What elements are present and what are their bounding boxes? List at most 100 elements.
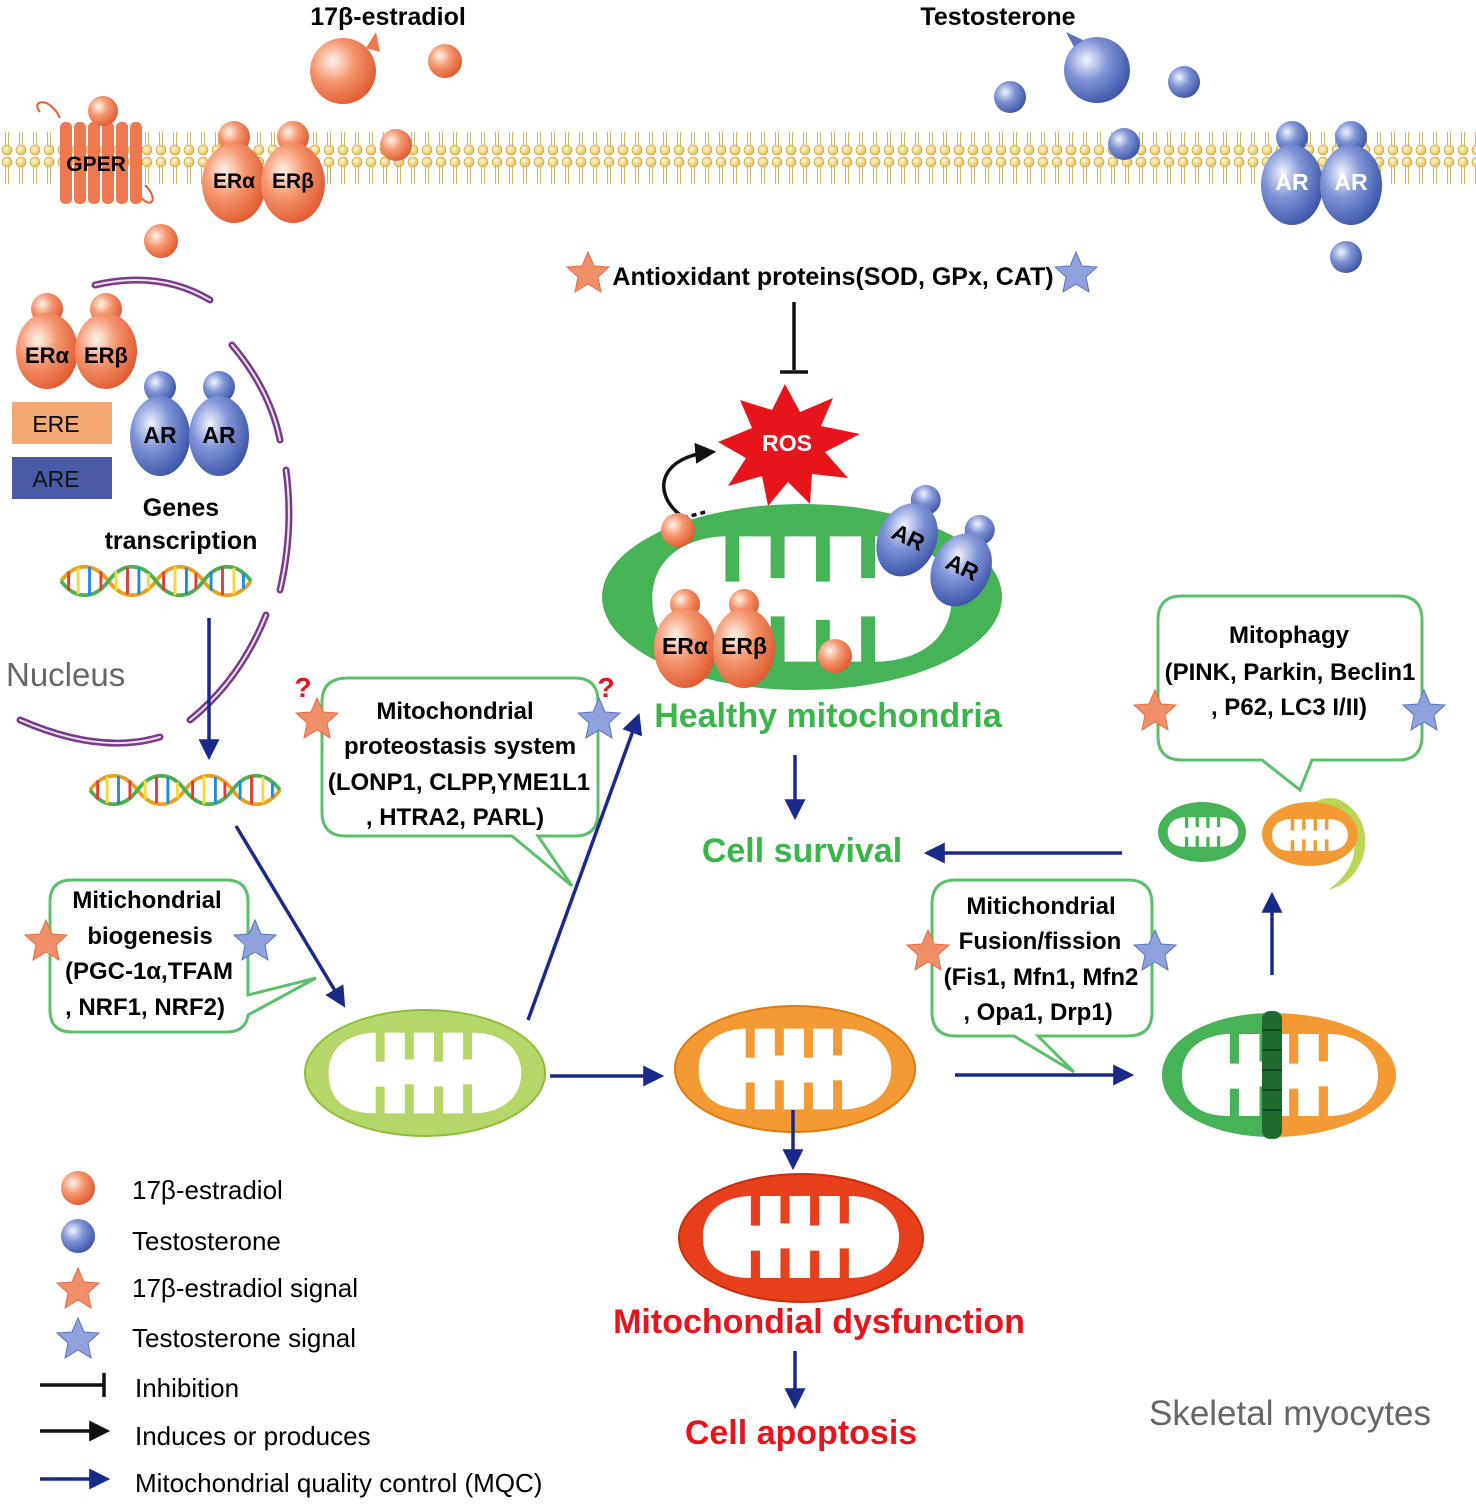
legend-estradiol-swatch <box>61 1171 95 1205</box>
new-mitochondria-cristae <box>328 1032 522 1114</box>
are-box <box>12 457 112 499</box>
proteostasis-line-3: (LONP1, CLPP,YME1L1 <box>328 769 590 796</box>
legend: 17β-estradiol Testosterone 17β-estradiol… <box>40 1171 542 1498</box>
testosterone-molecule <box>994 81 1026 113</box>
membrane-er-alpha-label: ERα <box>213 170 255 193</box>
fusion-line-2: Fusion/fission <box>959 928 1122 955</box>
cell-apoptosis-label: Cell apoptosis <box>685 1414 917 1452</box>
fusion-line-3: (Fis1, Mfn1, Mfn2 <box>944 964 1139 991</box>
arrow-mito-to-healthy <box>526 713 643 1021</box>
testosterone-signal-star <box>1132 928 1178 972</box>
arrow-dna-to-mito <box>234 825 346 1008</box>
testosterone-signal-star <box>576 696 622 740</box>
membrane-ar-label-2: AR <box>1334 169 1368 195</box>
mitophagy-line-1: Mitophagy <box>1229 622 1350 649</box>
estradiol-molecule <box>818 639 852 673</box>
stressed-mitochondria-cristae <box>698 1028 892 1110</box>
legend-testosterone-label: Testosterone <box>132 1226 281 1256</box>
gper-label: GPER <box>66 153 126 176</box>
mito-ar-2 <box>930 514 995 607</box>
fusing-mitochondria <box>1162 1011 1396 1139</box>
membrane-ar-1 <box>1261 121 1323 225</box>
legend-induces-label: Induces or produces <box>135 1421 371 1451</box>
estradiol-title: 17β-estradiol <box>310 3 466 31</box>
mitophagy-orange-cristae <box>1272 819 1348 851</box>
testosterone-molecule <box>1168 66 1200 98</box>
nuclear-er-alpha-label: ERα <box>25 343 70 368</box>
ere-box <box>12 402 112 444</box>
legend-testosterone-signal-star <box>55 1316 101 1360</box>
legend-inhibition-label: Inhibition <box>135 1373 239 1403</box>
estradiol-signal-star <box>23 918 69 962</box>
biogenesis-line-1: Mitichondrial <box>72 887 221 914</box>
membrane-er-beta-label: ERβ <box>272 170 314 193</box>
cell-survival-label: Cell survival <box>702 832 902 870</box>
nuclear-ar-1 <box>130 371 190 476</box>
antioxidant-label: Antioxidant proteins(SOD, GPx, CAT) <box>612 263 1053 291</box>
are-label: ARE <box>32 466 79 492</box>
question-mark-estradiol: ? <box>294 672 311 703</box>
legend-testosterone-signal-label: Testosterone signal <box>132 1323 356 1353</box>
mitophagy-bubble <box>1156 594 1424 793</box>
estradiol-molecule <box>428 44 462 78</box>
estradiol-signal-star <box>1132 688 1178 732</box>
testosterone-signal-star <box>1053 250 1099 294</box>
gper-receptor <box>36 96 154 204</box>
mito-ar-1 <box>876 484 941 577</box>
dysfunctional-mitochondria-cristae <box>702 1195 900 1279</box>
question-mark-testosterone: ? <box>597 672 614 703</box>
proteostasis-line-1: Mitochondrial <box>376 698 533 725</box>
proteostasis-line-4: , HTRA2, PARL) <box>366 804 544 831</box>
mito-er-alpha-label: ERα <box>662 633 708 659</box>
fusion-bubble <box>930 878 1154 1074</box>
testosterone-ligand-tip <box>1066 32 1083 47</box>
testosterone-molecule-large <box>1064 37 1130 103</box>
membrane-ar-2 <box>1320 121 1382 225</box>
testosterone-signal-star <box>232 918 278 962</box>
biogenesis-line-2: biogenesis <box>87 923 212 950</box>
biogenesis-bubble <box>48 878 317 1034</box>
mito-er-beta <box>713 589 775 688</box>
estradiol-signal-star <box>905 928 951 972</box>
legend-mqc-label: Mitochondrial quality control (MQC) <box>135 1468 542 1498</box>
biogenesis-line-4: , NRF1, NRF2) <box>65 994 225 1021</box>
genes-label-line2: transcription <box>105 527 258 555</box>
healthy-mitochondria-label: Healthy mitochondria <box>654 697 1003 735</box>
biogenesis-line-3: (PGC-1α,TFAM <box>65 958 233 985</box>
proteostasis-bubble <box>320 676 600 888</box>
nuclear-ar-label-1: AR <box>143 422 177 448</box>
mitophagy-green-cristae <box>1167 817 1239 847</box>
membrane-ar-label-1: AR <box>1275 169 1309 195</box>
testosterone-molecule <box>1108 128 1140 160</box>
estradiol-molecule <box>380 129 412 161</box>
nucleus-label: Nucleus <box>6 656 125 693</box>
legend-estradiol-label: 17β-estradiol <box>132 1175 283 1205</box>
cell-type-label: Skeletal myocytes <box>1149 1394 1431 1433</box>
membrane-er-beta <box>261 121 325 223</box>
estradiol-molecule-large <box>310 38 376 104</box>
nuclear-er-beta <box>75 293 137 389</box>
dna-helix-transcribed <box>88 773 282 807</box>
fusion-line-1: Mitichondrial <box>966 893 1115 920</box>
testosterone-molecule <box>1330 241 1362 273</box>
estradiol-signal-star <box>565 250 611 294</box>
estradiol-signal-star <box>294 696 340 740</box>
mitophagy-line-2: (PINK, Parkin, Beclin1 <box>1165 659 1416 686</box>
ere-label: ERE <box>32 411 79 437</box>
nuclear-envelope <box>16 276 293 747</box>
testosterone-signal-star <box>1401 688 1447 732</box>
nuclear-ar-2 <box>189 371 249 476</box>
nuclear-ar-label-2: AR <box>202 422 236 448</box>
estradiol-molecule <box>144 224 178 258</box>
nuclear-er-alpha <box>16 293 78 389</box>
estradiol-molecule <box>661 513 695 547</box>
genes-label-line1: Genes <box>143 494 219 522</box>
mitophagy-line-3: , P62, LC3 I/II) <box>1211 694 1367 721</box>
mito-er-alpha <box>654 589 716 688</box>
testosterone-title: Testosterone <box>920 3 1075 31</box>
proteostasis-line-2: proteostasis system <box>344 733 576 760</box>
ros-production-arrow <box>662 442 717 517</box>
fusion-line-4: , Opa1, Drp1) <box>963 999 1112 1026</box>
legend-estradiol-signal-label: 17β-estradiol signal <box>132 1273 358 1303</box>
legend-testosterone-swatch <box>61 1219 95 1253</box>
